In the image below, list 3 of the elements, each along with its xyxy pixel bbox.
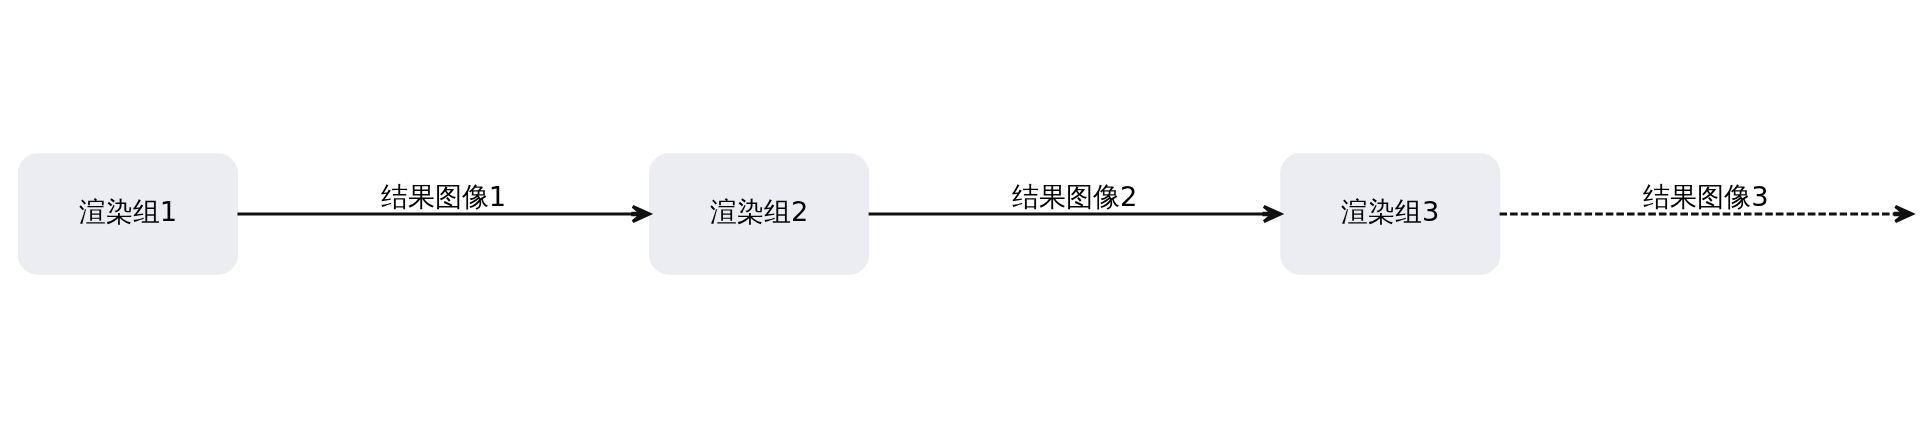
edge-label: 结果图像2 (1012, 180, 1138, 211)
edge-label: 结果图像1 (380, 180, 507, 211)
edge-label: 结果图像3 (1643, 180, 1769, 211)
